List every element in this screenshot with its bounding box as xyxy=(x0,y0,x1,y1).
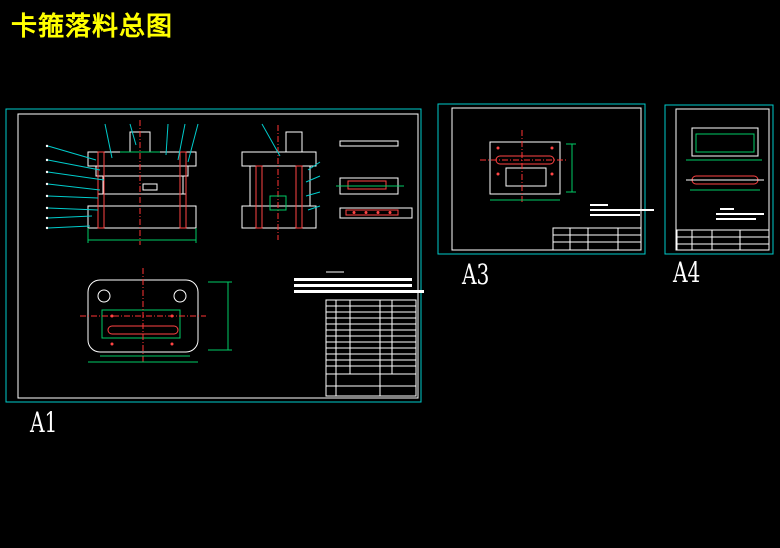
sheet-a1-inner-frame xyxy=(17,113,419,399)
strip-layout xyxy=(336,140,413,219)
sheet-a4 xyxy=(664,104,774,255)
die-assembly-side-view xyxy=(241,123,321,240)
drawing-title: 卡箍落料总图 xyxy=(11,12,174,42)
sheet-label-a3: A3 xyxy=(462,258,490,291)
sheet-label-a1: A1 xyxy=(30,406,58,439)
lower-die-plan-view xyxy=(80,268,232,363)
sheet-a1 xyxy=(5,108,424,403)
parts-list-title-block xyxy=(325,299,417,397)
sheet-a1-outer-frame xyxy=(5,108,422,403)
sheet-label-a4: A4 xyxy=(673,256,701,289)
technical-notes xyxy=(294,271,424,293)
sheet-a3 xyxy=(437,103,654,255)
sheet-a3-inner-frame xyxy=(451,107,642,251)
sheet-a3-outer-frame xyxy=(437,103,646,255)
sheet-a4-outer-frame xyxy=(664,104,774,255)
die-assembly-front-view xyxy=(45,120,199,245)
